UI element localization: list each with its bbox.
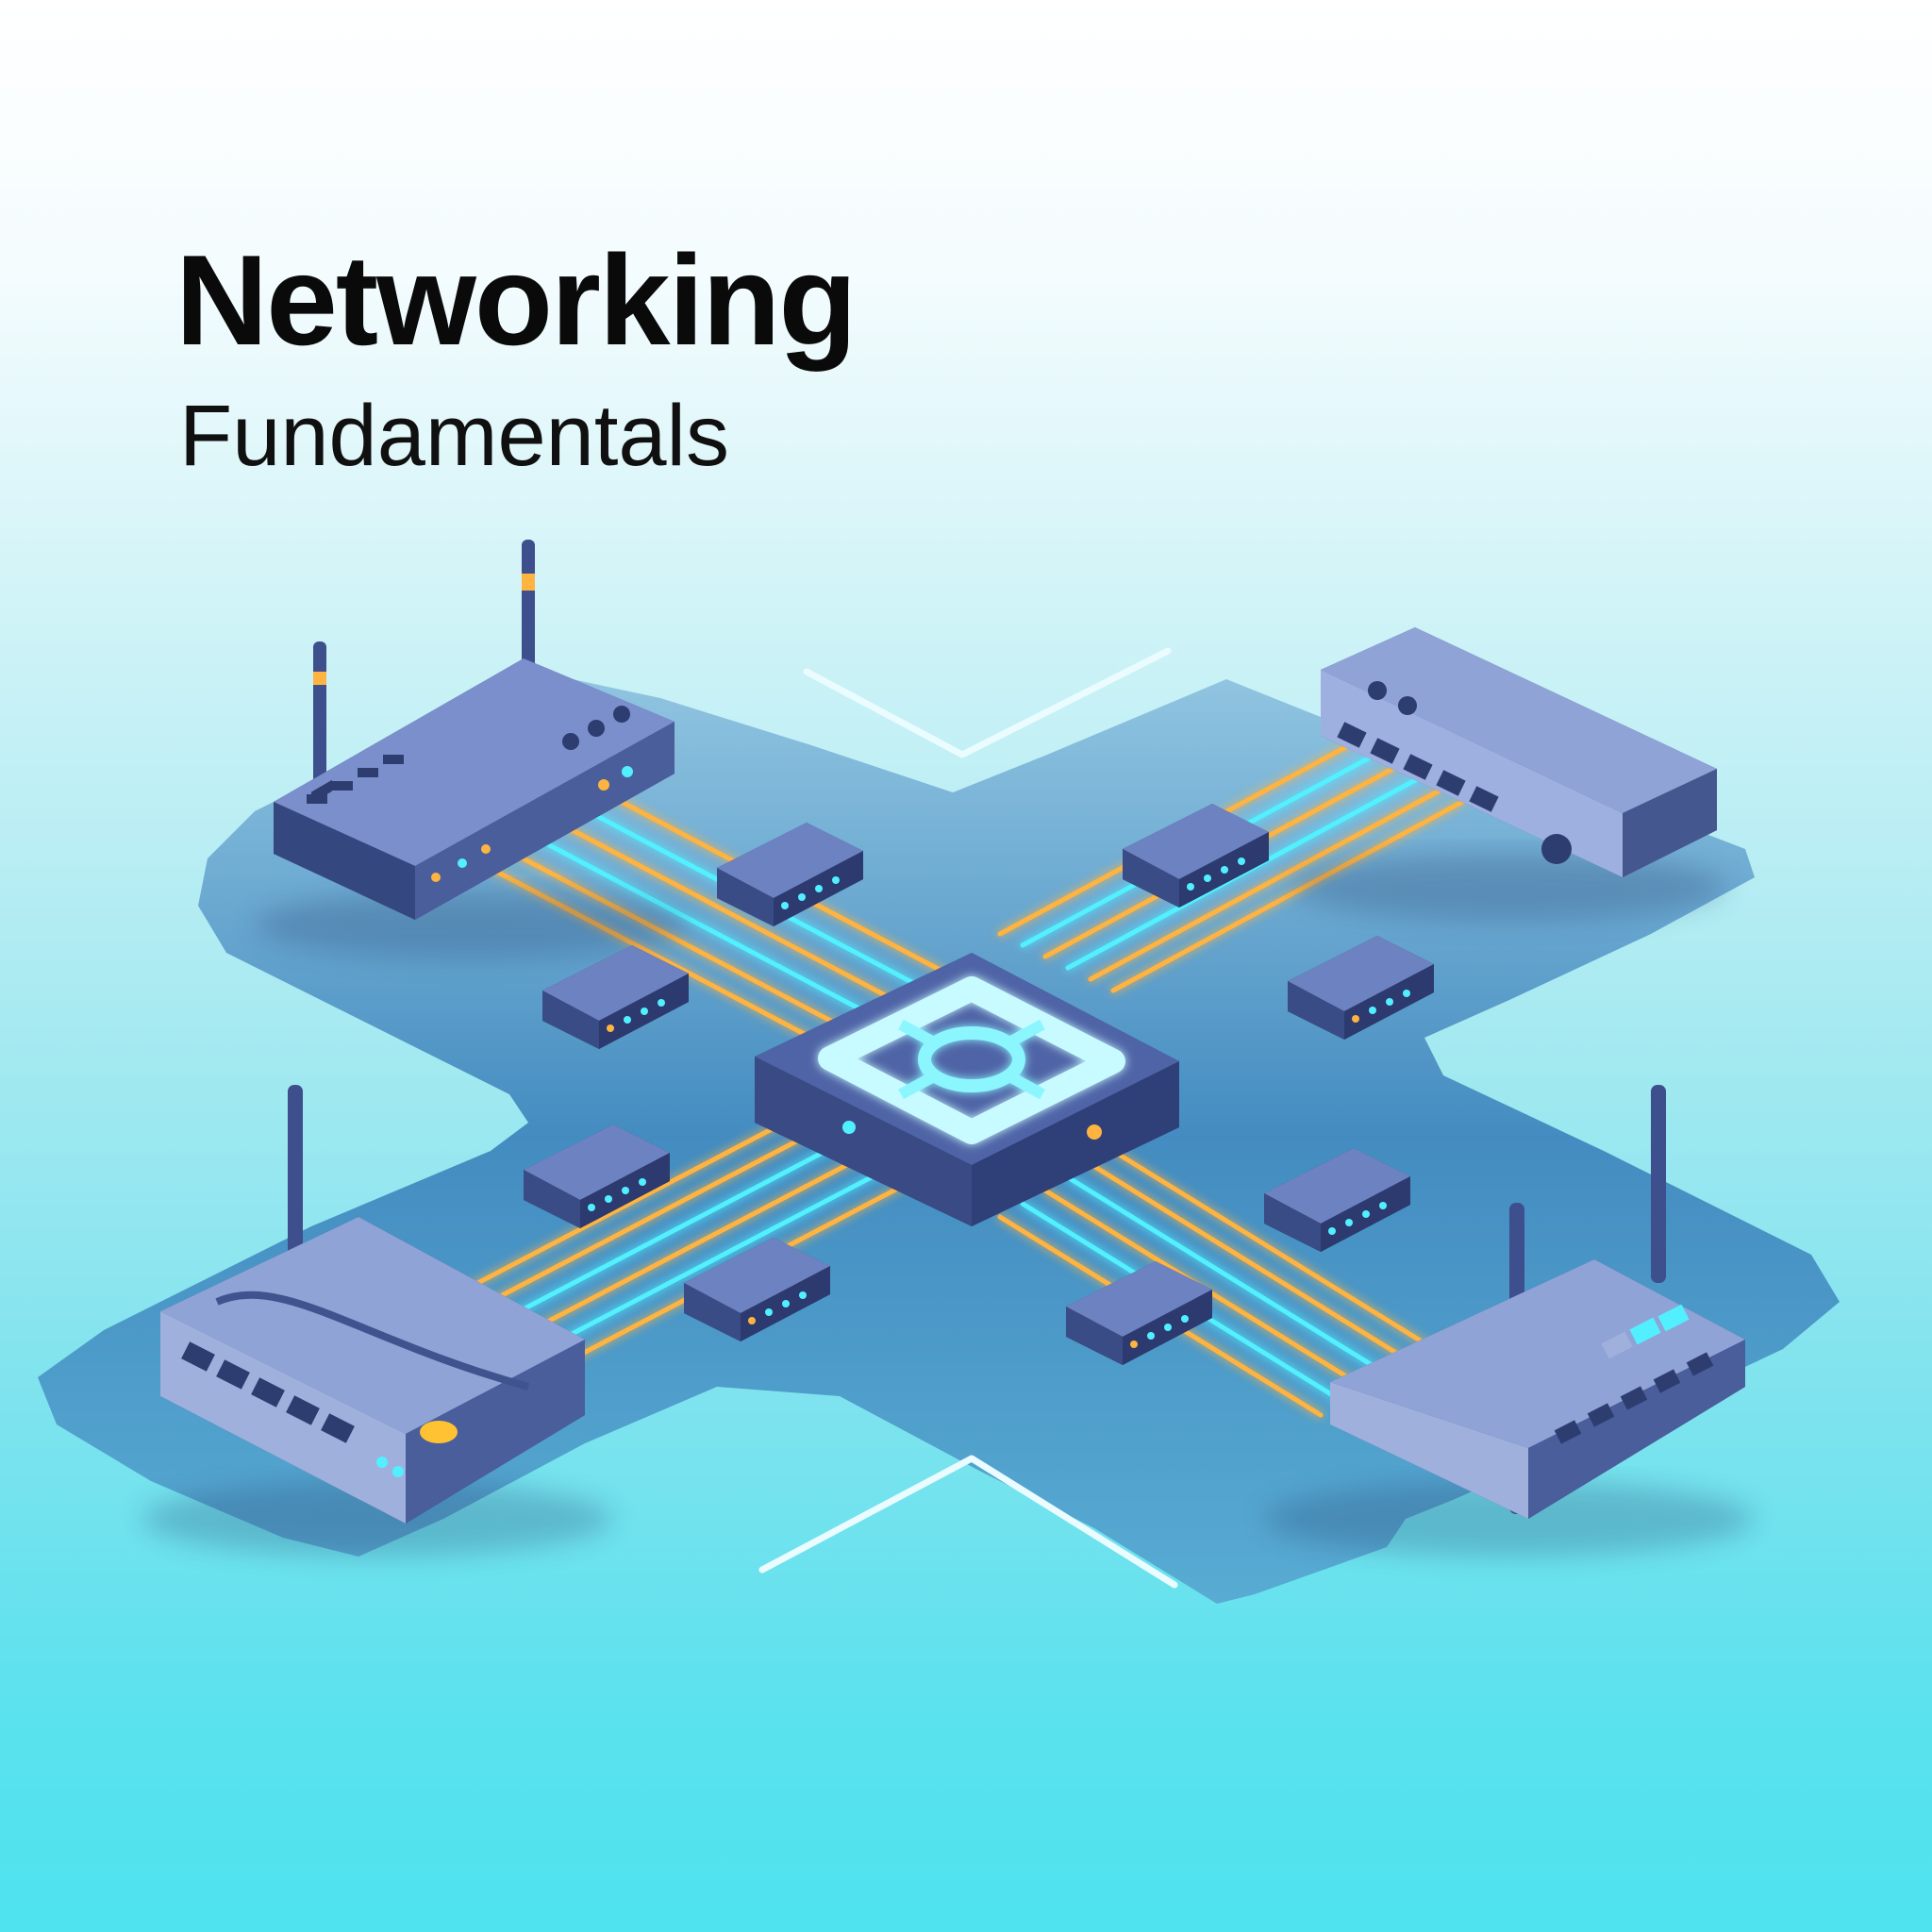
cable-bottom-right: [1088, 1161, 1414, 1365]
router-leds: [431, 706, 633, 882]
cable-top-left: [548, 816, 893, 1001]
router-bottom-right: [1264, 1085, 1755, 1557]
switch-led: [624, 1016, 631, 1024]
switch-led: [1403, 990, 1410, 997]
switch-led: [832, 876, 840, 884]
switch-led: [588, 1204, 595, 1211]
switch-face: [524, 1170, 580, 1228]
network-hub-icon: [818, 976, 1125, 1144]
title-block: Networking Fundamentals: [175, 228, 857, 484]
switch-led: [1362, 1210, 1370, 1218]
switch-led: [1181, 1315, 1189, 1323]
switch-face: [524, 1124, 670, 1200]
network-switch-icon: [542, 945, 689, 1049]
switch-led: [1204, 874, 1211, 882]
switch-led: [1221, 866, 1228, 874]
switch-face: [1123, 804, 1269, 879]
network-switch-icon: [1264, 1148, 1410, 1252]
switch-led: [1130, 1341, 1138, 1348]
network-switch-icon: [524, 1124, 670, 1228]
switch-led: [658, 999, 665, 1007]
switch-face: [717, 823, 863, 898]
switch-led: [765, 1308, 773, 1316]
switch-led: [1147, 1332, 1155, 1340]
switch-led: [1345, 1219, 1353, 1226]
network-switch-icon: [1123, 804, 1269, 908]
router-bottom-left: [142, 1085, 613, 1557]
page-title: Networking: [175, 228, 857, 372]
switch-face: [1264, 1193, 1321, 1252]
cable-top-right: [1110, 799, 1465, 993]
switch-led: [641, 1008, 648, 1015]
network-switch-icon: [1066, 1261, 1212, 1365]
switch-face: [684, 1238, 830, 1313]
switch-led: [1238, 858, 1245, 865]
switch-led: [748, 1317, 756, 1324]
switch-led: [639, 1178, 646, 1186]
network-switch-icon: [1288, 936, 1434, 1040]
switch-face: [684, 1283, 741, 1341]
network-switch-icon: [717, 823, 863, 926]
switch-led: [1328, 1227, 1336, 1235]
router-top-left: [255, 540, 689, 958]
switch-led: [1386, 998, 1393, 1006]
central-hub: [755, 953, 1179, 1226]
switch-face: [1288, 936, 1434, 1011]
switch-face: [1288, 981, 1344, 1040]
switch-led: [782, 1300, 790, 1307]
switch-led: [607, 1024, 614, 1032]
switch-led: [781, 902, 789, 909]
switch-face: [542, 945, 689, 1021]
cable-top-left: [469, 856, 814, 1041]
switch-face: [1066, 1307, 1123, 1365]
switch-led: [1187, 883, 1194, 891]
cable-bottom-right: [1065, 1174, 1391, 1378]
switch-led: [798, 893, 806, 901]
cable-top-right: [1088, 788, 1442, 982]
switch-led: [1369, 1007, 1376, 1014]
switch-led: [799, 1291, 807, 1299]
switch-led: [622, 1187, 629, 1194]
cable-top-left: [522, 829, 867, 1014]
network-switch-icon: [684, 1238, 830, 1341]
switch-face: [1123, 849, 1179, 908]
switches: [524, 804, 1434, 1365]
switch-face: [542, 991, 599, 1049]
switch-face: [717, 868, 774, 926]
switch-led: [1164, 1324, 1172, 1331]
cable-bottom-right: [1110, 1148, 1437, 1352]
switch-led: [815, 885, 823, 892]
switch-led: [1352, 1015, 1359, 1023]
router-top-right: [1292, 627, 1726, 921]
page-subtitle: Fundamentals: [179, 388, 729, 484]
switch-face: [1264, 1148, 1410, 1224]
switch-face: [1066, 1261, 1212, 1337]
switch-led: [605, 1195, 612, 1203]
switch-led: [1379, 1202, 1387, 1209]
